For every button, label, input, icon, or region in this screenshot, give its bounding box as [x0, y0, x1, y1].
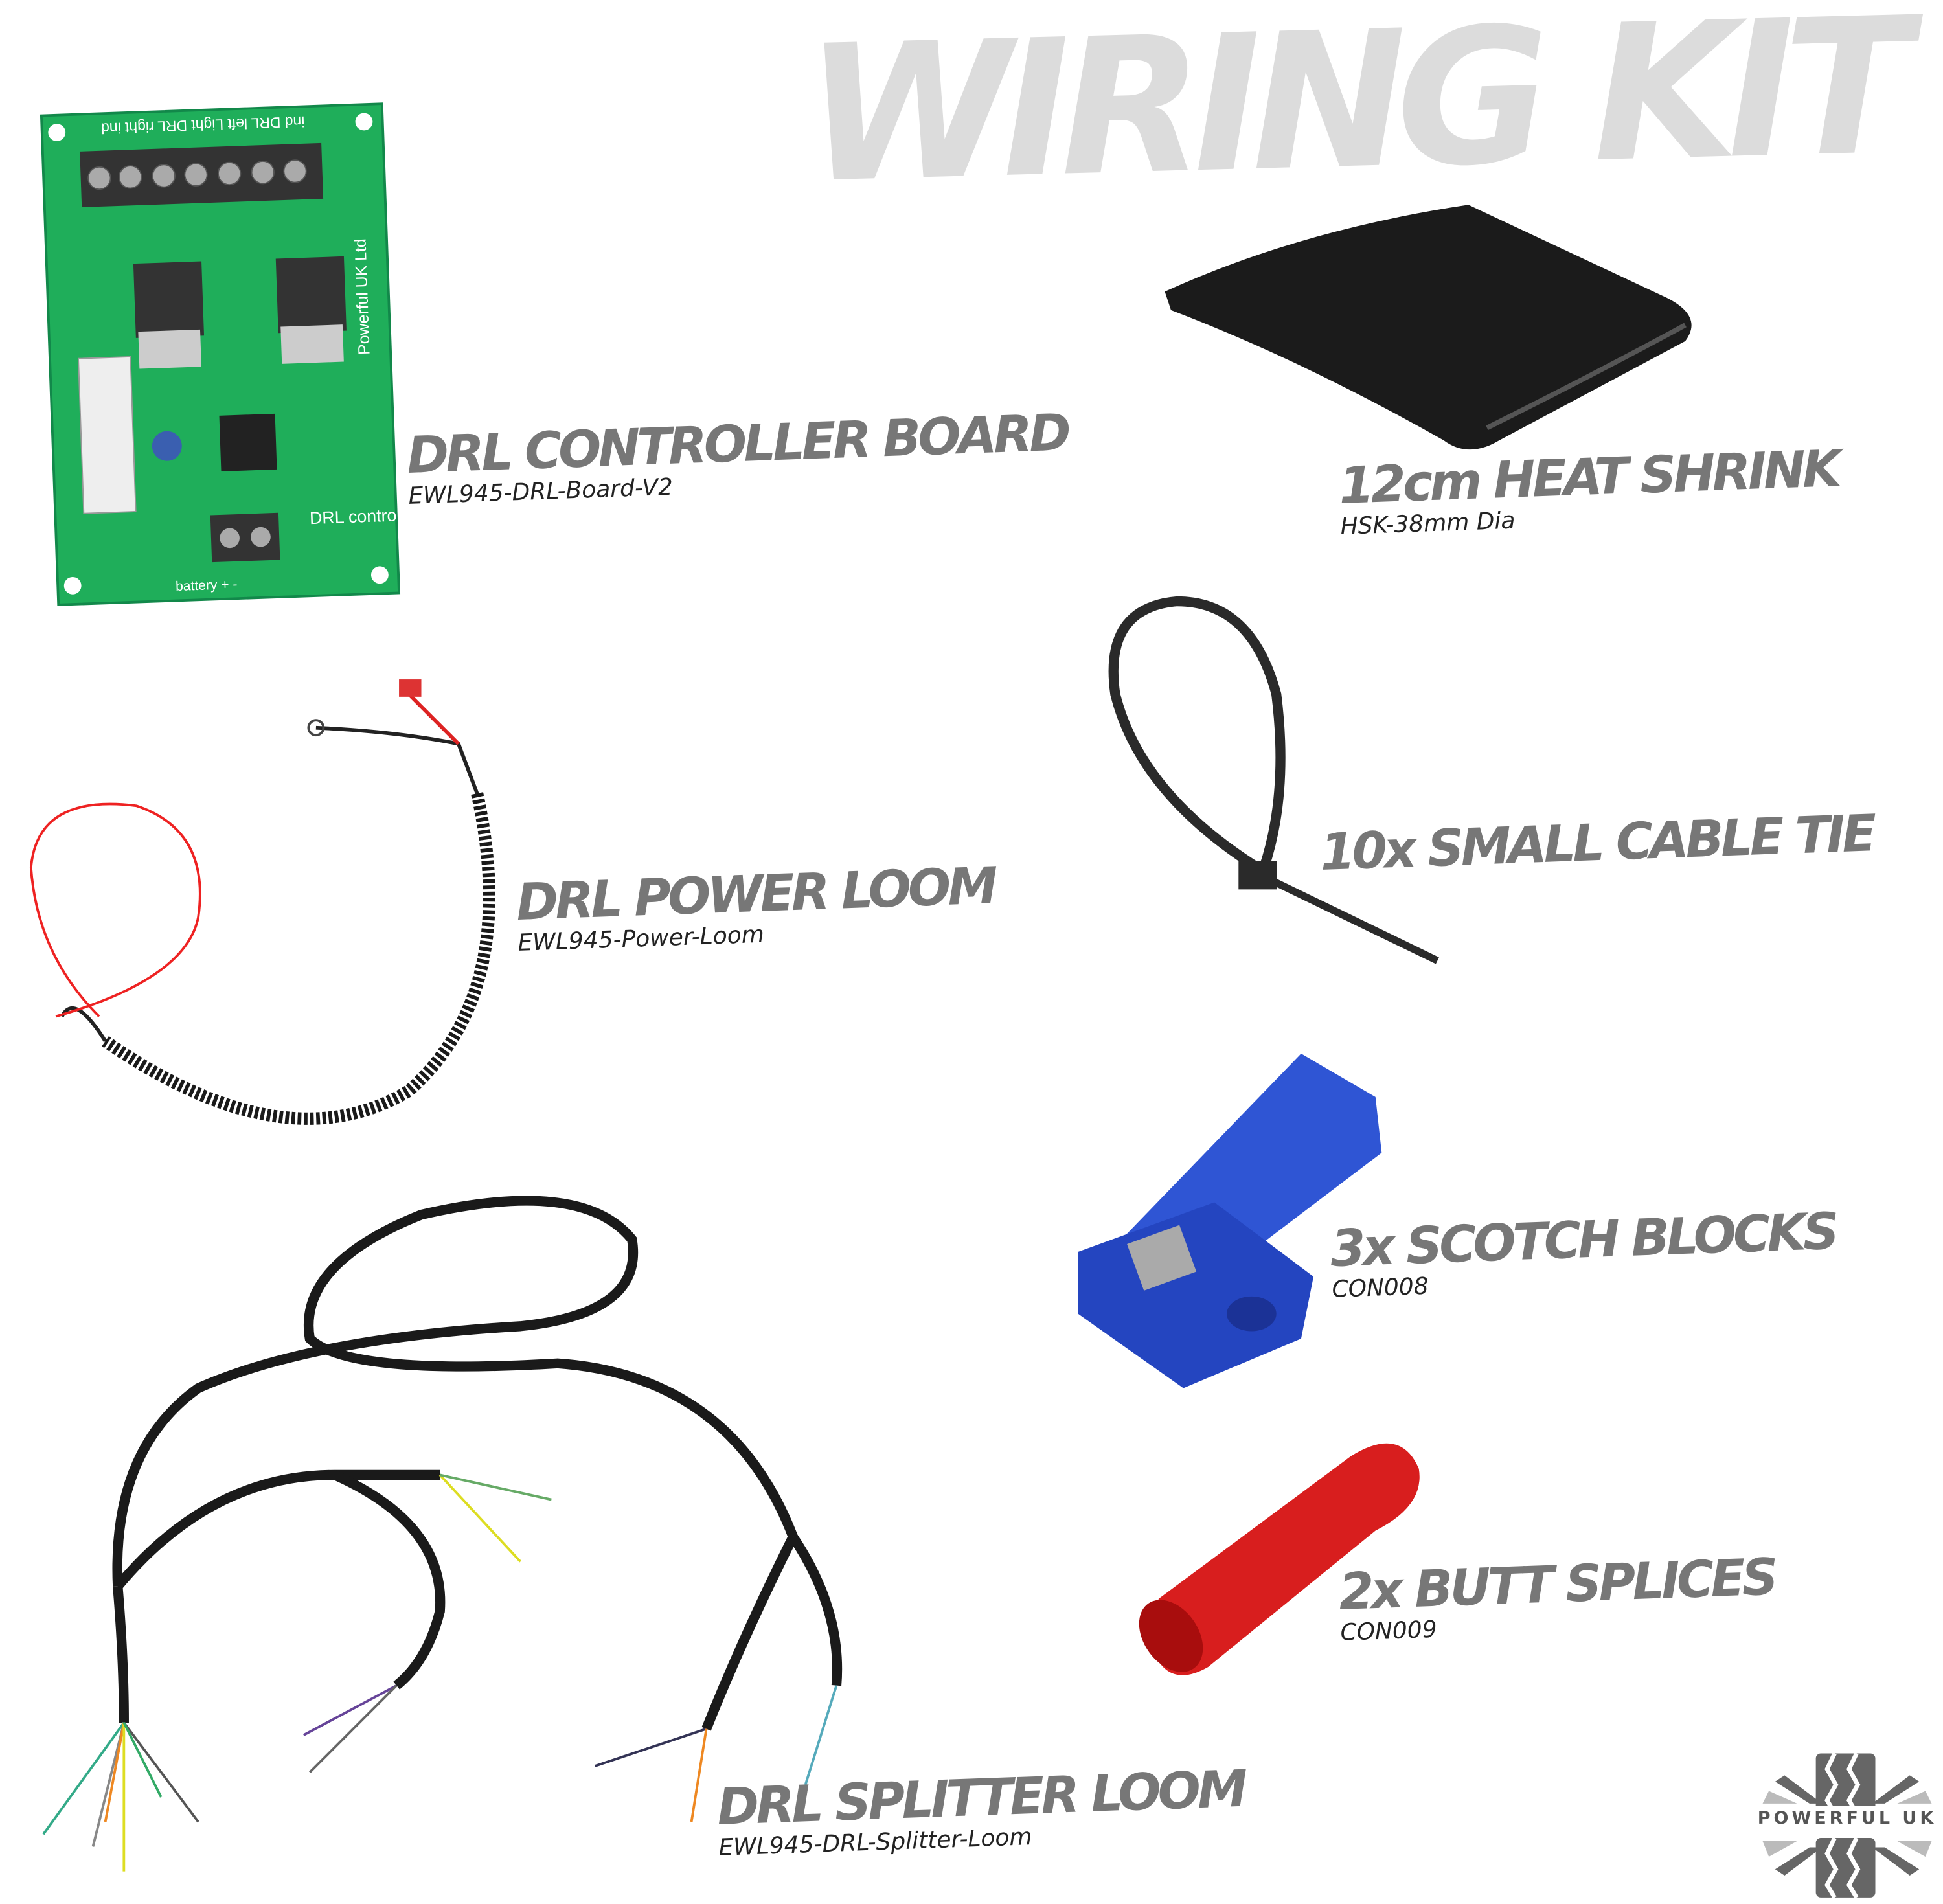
- splitter-loom-wires: [42, 1473, 838, 1872]
- cable-tie-image: [1108, 596, 1439, 964]
- power-loom-image: [29, 679, 495, 1125]
- heat-shrink-image: [1165, 205, 1692, 450]
- item-drl-power-loom: DRL POWER LOOM EWL945-Power-Loom: [516, 857, 997, 957]
- board-battery-text: battery + -: [176, 577, 238, 594]
- item-butt-splices: 2x BUTT SPLICES CON009: [1337, 1548, 1777, 1647]
- union-jack-tyre-icon: [1762, 1752, 1932, 1899]
- splitter-loom-image: [112, 1196, 843, 1731]
- board-model-text: DRL control V2: [310, 504, 427, 528]
- butt-splice-image: [1139, 1443, 1420, 1675]
- logo-text: POWERFUL UK: [1753, 1806, 1941, 1831]
- powerful-uk-logo: POWERFUL UK: [1753, 1734, 1941, 1904]
- scotch-block-image: [1078, 1053, 1382, 1388]
- item-name: 2x BUTT SPLICES: [1337, 1548, 1777, 1622]
- board-brand-text: Powerful UK Ltd: [351, 238, 373, 355]
- page-title: WIRING KIT: [803, 0, 1904, 225]
- drl-controller-board-image: ind DRL left Light DRL right ind DRL con…: [40, 102, 427, 606]
